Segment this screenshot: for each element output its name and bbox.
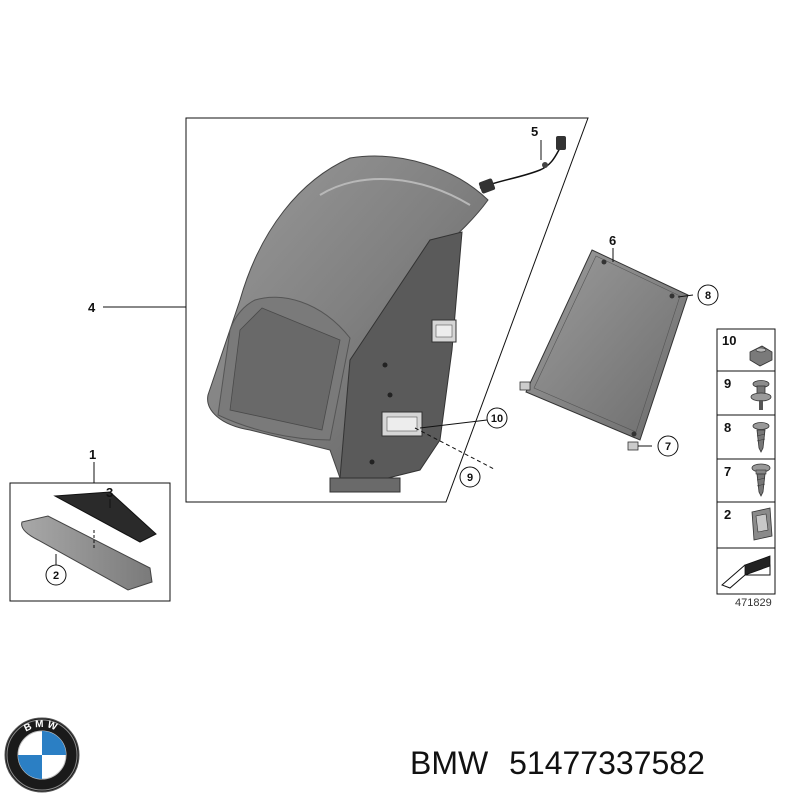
spacer-arrow-icon — [721, 555, 771, 589]
callout-8: 8 — [705, 290, 711, 302]
callout-5: 5 — [531, 124, 538, 139]
callout-circle-2: 2 — [45, 564, 67, 586]
wire-harness — [478, 136, 566, 194]
caption: BMW 51477337582 — [410, 745, 705, 781]
clip-nut-icon — [751, 507, 773, 541]
diagram-reference-number: 471829 — [735, 597, 772, 609]
group-frame-4 — [185, 117, 589, 503]
callout-4: 4 — [88, 300, 96, 315]
hardware-legend: 10 9 8 7 2 — [716, 328, 776, 595]
legend-label-10: 10 — [722, 333, 736, 348]
callout-9: 9 — [467, 472, 473, 484]
collar-screw-icon — [750, 380, 772, 410]
caption-part-number: 51477337582 — [509, 745, 705, 781]
washer-screw-icon — [752, 422, 770, 453]
bmw-logo: BMW — [4, 717, 80, 793]
legend-label-9: 9 — [724, 376, 731, 391]
caption-brand: BMW — [410, 745, 489, 781]
group-frame-1 — [9, 482, 171, 602]
legend-label-7: 7 — [724, 464, 731, 479]
callout-10: 10 — [491, 413, 503, 425]
callout-circle-9: 9 — [459, 466, 481, 488]
armrest-assembly — [207, 155, 489, 493]
flange-screw-icon — [751, 463, 771, 497]
callout-6: 6 — [609, 233, 616, 248]
callout-circle-10: 10 — [486, 407, 508, 429]
leader-lines — [55, 140, 694, 565]
insert-strip — [53, 491, 157, 543]
logo-text: BMW — [22, 719, 58, 735]
callout-circle-7: 7 — [657, 435, 679, 457]
legend-label-2: 2 — [724, 507, 731, 522]
callout-1: 1 — [89, 447, 96, 462]
nut-icon — [749, 345, 773, 367]
mounting-rail — [21, 515, 153, 591]
callout-circle-8: 8 — [697, 284, 719, 306]
callout-3: 3 — [106, 485, 113, 500]
svg-text:BMW: BMW — [22, 719, 61, 735]
callout-7: 7 — [665, 441, 671, 453]
legend-label-8: 8 — [724, 420, 731, 435]
control-plate — [519, 249, 689, 451]
callout-2: 2 — [53, 570, 59, 582]
